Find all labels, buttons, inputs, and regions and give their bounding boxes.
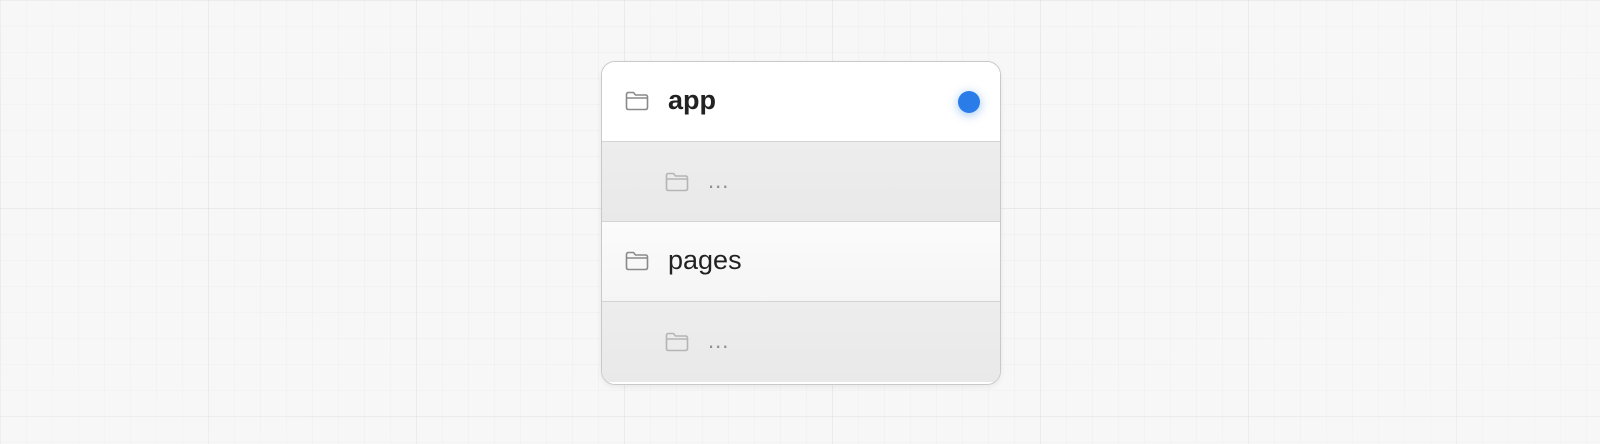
tree-item-label: ... [708,328,730,353]
active-indicator-dot [958,91,980,113]
tree-item-label: pages [668,245,742,275]
tree-row-pages-children[interactable]: ... [602,302,1000,382]
tree-row-app[interactable]: app [602,62,1000,142]
tree-item-label: app [668,85,717,115]
folder-tree: app ... pages ... [601,61,1001,385]
folder-icon [625,251,649,271]
tree-item-label: ... [708,168,730,193]
folder-icon [665,172,689,192]
tree-row-pages[interactable]: pages [602,222,1000,302]
tree-row-app-children[interactable]: ... [602,142,1000,222]
folder-icon [665,332,689,352]
folder-icon [625,91,649,111]
